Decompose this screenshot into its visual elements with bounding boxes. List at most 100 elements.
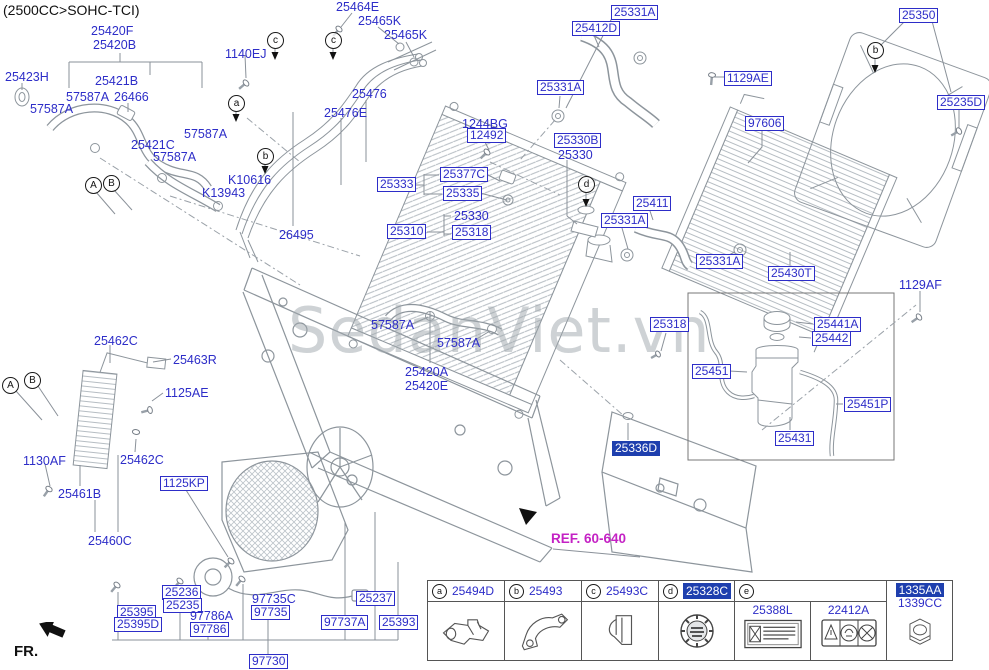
part-label-12492[interactable]: 12492: [467, 128, 507, 143]
part-label-57587A: 57587A: [184, 127, 228, 141]
legend-cell-e: e 25388L 22412A: [734, 581, 886, 660]
callout-circle-b: b: [257, 148, 274, 165]
part-label-25235D[interactable]: 25235D: [937, 95, 986, 110]
part-label-25411[interactable]: 25411: [633, 196, 672, 211]
part-label-25430T[interactable]: 25430T: [768, 266, 815, 281]
pipe-assembly-drawing: [235, 41, 437, 263]
legend-part-number: 22412A: [827, 603, 870, 617]
part-label-K13943: K13943: [202, 186, 246, 200]
callout-circle-a: a: [228, 95, 245, 112]
part-label-25318[interactable]: 25318: [452, 225, 492, 240]
legend-part-number-highlighted[interactable]: 25328C: [683, 583, 732, 599]
part-label-25395D[interactable]: 25395D: [114, 617, 163, 632]
ref-note-link[interactable]: REF. 60-640: [551, 531, 627, 546]
part-label-25330B[interactable]: 25330B: [554, 133, 602, 148]
legend-icon-clip-bracket: [582, 602, 658, 660]
legend-icon-mount-bracket: [428, 602, 504, 660]
center-hose-drawing: [385, 303, 502, 336]
part-label-25395[interactable]: 25395: [117, 605, 157, 620]
part-label-25476E: 25476E: [324, 106, 368, 120]
part-label-97735[interactable]: 97735: [251, 605, 291, 620]
part-label-25350[interactable]: 25350: [899, 8, 939, 23]
part-label-25461B: 25461B: [58, 487, 102, 501]
legend-cell-d: d 25328C: [658, 581, 734, 660]
leader-lines: [15, 12, 960, 654]
part-label-25421B: 25421B: [95, 74, 139, 88]
legend-callout-d: d: [663, 583, 678, 599]
part-label-57587A: 57587A: [371, 318, 415, 332]
legend-subcell-caution-label: 25388L: [735, 602, 810, 660]
part-label-25451P[interactable]: 25451P: [844, 397, 892, 412]
callout-circle-B: B: [103, 175, 120, 192]
legend-icon-warning-label: [743, 619, 802, 649]
part-label-25318[interactable]: 25318: [650, 317, 690, 332]
part-label-25310[interactable]: 25310: [387, 224, 427, 239]
part-label-25462C: 25462C: [120, 453, 164, 467]
screw-drawings: [42, 25, 963, 593]
callout-circle-b: b: [867, 42, 884, 59]
legend-cell-a: a 25494D: [428, 581, 504, 660]
part-label-25377C[interactable]: 25377C: [440, 167, 489, 182]
legend-part-number: 25493C: [606, 584, 649, 598]
callout-circle-c: c: [267, 32, 284, 49]
legend-icon-caution-label: [820, 619, 877, 647]
part-label-25431[interactable]: 25431: [775, 431, 815, 446]
part-label-25331A[interactable]: 25331A: [601, 213, 649, 228]
part-label-25331A[interactable]: 25331A: [611, 5, 659, 20]
part-label-25442[interactable]: 25442: [812, 331, 852, 346]
part-label-1129AF: 1129AF: [899, 278, 942, 292]
part-label-1129AE[interactable]: 1129AE: [724, 71, 772, 86]
part-label-57587A: 57587A: [30, 102, 74, 116]
part-label-25460C: 25460C: [88, 534, 132, 548]
part-label-97786[interactable]: 97786: [190, 622, 230, 637]
callout-circle-A: A: [2, 377, 19, 394]
callout-circle-B: B: [24, 372, 41, 389]
part-label-26466: 26466: [114, 90, 149, 104]
part-label-K10616: K10616: [228, 173, 272, 187]
part-label-25333[interactable]: 25333: [377, 177, 417, 192]
legend-subcell-fan-caution-label: 22412A: [810, 602, 886, 660]
part-label-1130AF: 1130AF: [23, 454, 66, 468]
legend-icon-hex-nut: [887, 609, 953, 655]
part-label-25412D[interactable]: 25412D: [572, 21, 621, 36]
part-label-25331A[interactable]: 25331A: [537, 80, 585, 95]
part-label-97730[interactable]: 97730: [249, 654, 289, 669]
part-label-25420E: 25420E: [405, 379, 449, 393]
legend-part-number: 25494D: [452, 584, 495, 598]
part-label-25441A[interactable]: 25441A: [814, 317, 862, 332]
part-label-97737A[interactable]: 97737A: [321, 615, 369, 630]
page-title: (2500CC>SOHC-TCI): [3, 2, 140, 18]
part-label-25463R: 25463R: [173, 353, 217, 367]
part-label-25420F: 25420F: [91, 24, 134, 38]
legend-cell-nut: 1335AA 1339CC: [886, 581, 953, 660]
legend-callout-e: e: [739, 583, 754, 599]
part-label-97606[interactable]: 97606: [745, 116, 785, 131]
part-label-25451[interactable]: 25451: [692, 364, 732, 379]
legend-part-number-highlighted[interactable]: 1335AA: [895, 583, 945, 597]
part-label-25331A[interactable]: 25331A: [696, 254, 744, 269]
part-label-25330: 25330: [558, 148, 593, 162]
arrowheads: [232, 52, 879, 525]
part-label-25336D[interactable]: 25336D: [612, 441, 661, 456]
part-label-25235[interactable]: 25235: [163, 598, 203, 613]
part-label-25476: 25476: [352, 87, 387, 101]
part-label-25420B: 25420B: [93, 38, 137, 52]
legend-part-number: 25493: [529, 584, 563, 598]
part-label-1244BG: 1244BG: [462, 117, 508, 131]
part-label-57587A: 57587A: [437, 336, 481, 350]
fr-label: FR.: [14, 643, 39, 660]
part-label-1125AE: 1125AE: [165, 386, 209, 400]
part-label-25335[interactable]: 25335: [443, 186, 483, 201]
callout-circle-d: d: [578, 176, 595, 193]
part-label-25393[interactable]: 25393: [379, 615, 419, 630]
heater-hose-drawings: [14, 87, 221, 212]
legend-callout-a: a: [432, 583, 447, 599]
part-label-25420A: 25420A: [405, 365, 449, 379]
carrier-frame-drawing: [242, 267, 561, 563]
part-label-97786A: 97786A: [190, 609, 234, 623]
part-label-25237[interactable]: 25237: [356, 591, 396, 606]
part-label-1125KP[interactable]: 1125KP: [160, 476, 208, 491]
thermostat-drawing: [570, 205, 599, 238]
clamp-drawings: [90, 51, 747, 334]
